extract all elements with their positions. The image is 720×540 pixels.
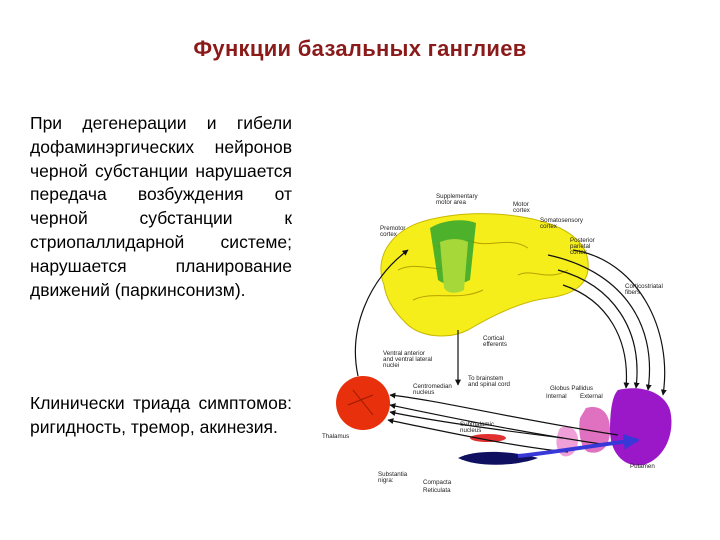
label-centromedian-1: Centromedian [413,383,452,390]
label-corticostriate-1: Corticostriatal [625,283,663,290]
label-thalamus: Thalamus [322,433,349,440]
label-efferents-2: efferents [483,341,507,348]
label-ventral-3: nuclei [383,362,399,369]
label-substantia-2: nigra: [378,477,394,484]
label-brainstem-1: To brainstem [468,375,503,382]
label-ventral-1: Ventral anterior [383,350,425,357]
label-motor-2: cortex [513,207,531,214]
label-subthalamic-2: nucleus [460,427,481,434]
label-brainstem-2: and spinal cord [468,381,511,388]
text-clinical-triad: Клинически триада симптомов: ригидность,… [30,393,292,437]
label-globus-pallidus: Globus Pallidus [550,385,593,392]
label-motor-1: Motor [513,201,529,208]
label-centromedian-2: nucleus [413,389,434,396]
label-gp-external: External [580,393,603,400]
label-corticostriate-2: fibers [625,289,640,296]
label-compacta: Compacta [423,479,452,486]
premotor-area-shape [440,239,468,293]
subthalamic-nucleus-shape [470,434,506,442]
text-degeneration: При дегенерации и гибели дофаминэргическ… [30,113,292,300]
label-subthalamic-1: Subthalamic [460,421,494,428]
label-parietal-1: Posterior [570,237,595,244]
label-supplementary-2: motor area [436,199,466,206]
label-parietal-2: parietal [570,243,590,250]
label-premotor-2: cortex [380,231,398,238]
label-gp-internal: Internal [546,393,567,400]
page-title: Функции базальных ганглиев [193,36,527,61]
label-efferents-1: Cortical [483,335,504,342]
label-parietal-3: cortex [570,249,588,256]
putamen-shape [610,388,672,466]
label-premotor-1: Premotor [380,225,405,232]
label-somatosensory-1: Somatosensory [540,217,584,224]
label-reticulata: Reticulata [423,487,451,494]
label-somatosensory-2: cortex [540,223,558,230]
label-putamen: Putamen [630,463,655,470]
label-ventral-2: and ventral lateral [383,356,432,363]
label-supplementary-1: Supplementary [436,193,479,200]
label-substantia-1: Substantia [378,471,408,478]
